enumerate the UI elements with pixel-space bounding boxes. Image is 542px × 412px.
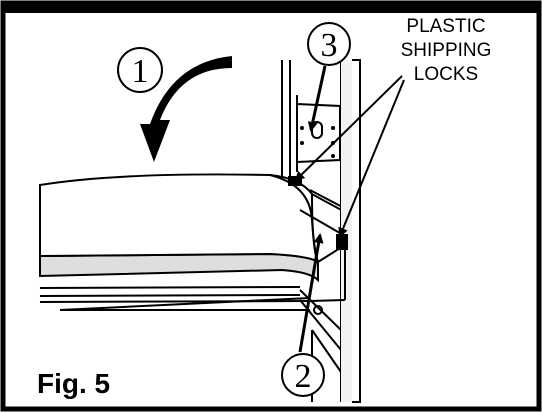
ironing-board (39, 173, 319, 283)
step-2-marker: 2 (281, 353, 325, 397)
step-3-marker: 3 (307, 22, 351, 66)
fold-down-arrow (140, 56, 232, 162)
callout-leader-lower (338, 79, 405, 238)
figure-label: Fig. 5 (37, 368, 110, 399)
step-1-marker: 1 (117, 47, 163, 93)
callout-line-3: LOCKS (414, 64, 478, 85)
step-2-number: 2 (295, 358, 312, 395)
shipping-lock-lower (336, 234, 348, 250)
shipping-locks-callout: PLASTIC SHIPPING LOCKS (294, 16, 492, 238)
top-strip (3, 3, 539, 13)
callout-line-2: SHIPPING (401, 40, 492, 61)
callout-leader-upper (294, 75, 403, 182)
hinge-pin (313, 305, 323, 315)
callout-line-1: PLASTIC (406, 16, 485, 37)
step-3-number: 3 (321, 27, 338, 64)
step-2-arrow (298, 233, 324, 353)
step-1-number: 1 (132, 53, 149, 90)
board-support-rails (39, 209, 346, 311)
step-3-arrow (307, 65, 327, 132)
